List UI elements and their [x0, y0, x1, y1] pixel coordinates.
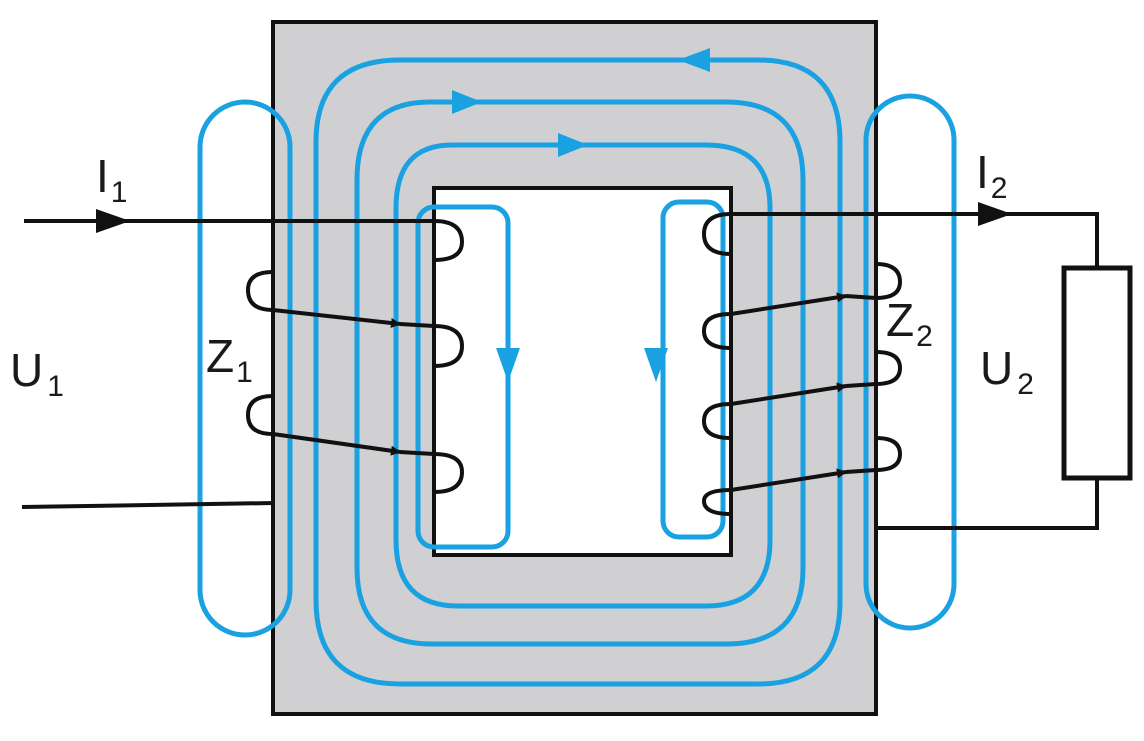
primary-coil-turn — [245, 394, 274, 436]
label-i1: I1 — [96, 150, 127, 209]
flux-arrow-right — [558, 133, 588, 157]
flux-arrow-left — [678, 48, 710, 72]
core-flux-paths — [313, 57, 843, 687]
wiring — [21, 212, 1133, 530]
primary-coil-turn — [433, 324, 465, 368]
primary-coil-turn — [433, 452, 465, 494]
primary-inner-leakage — [415, 204, 511, 550]
primary-winding — [245, 219, 465, 494]
secondary-output-wire — [731, 212, 1099, 268]
secondary-winding — [701, 212, 903, 516]
flux-loop-outer — [313, 57, 843, 687]
primary-coil-link — [272, 432, 401, 456]
secondary-coil-turn — [875, 350, 903, 386]
secondary-inner-leakage — [660, 199, 726, 540]
current-arrow-i2 — [978, 202, 1012, 226]
secondary-coil-turn — [701, 212, 732, 256]
current-arrow-i1 — [96, 209, 130, 233]
secondary-coil-turn — [701, 312, 732, 350]
load-resistor — [1061, 265, 1133, 481]
primary-return-wire — [21, 501, 275, 509]
secondary-coil-turn — [875, 436, 903, 472]
label-z1: Z1 — [206, 330, 253, 389]
secondary-coil-turn — [701, 402, 732, 440]
secondary-coil-turn — [701, 488, 732, 516]
primary-coil-link — [399, 322, 435, 328]
leakage-flux — [197, 93, 957, 638]
label-i2: I2 — [976, 146, 1007, 205]
primary-coil-turn — [245, 270, 274, 312]
secondary-coil-link — [845, 468, 877, 474]
secondary-coil-link — [730, 382, 847, 406]
primary-coil-link — [272, 308, 401, 328]
secondary-coil-turn — [875, 262, 903, 300]
secondary-coil-link — [845, 294, 877, 300]
current-arrows — [96, 202, 1012, 233]
secondary-leakage-oval — [863, 93, 957, 631]
label-z2: Z2 — [886, 294, 933, 353]
secondary-coil-link — [730, 468, 847, 492]
primary-coil-link — [399, 450, 435, 456]
primary-leakage-oval — [197, 99, 293, 638]
secondary-return-wire — [876, 478, 1099, 530]
secondary-coil-link — [730, 292, 847, 316]
flux-arrow-right — [452, 90, 482, 114]
primary-coil-turn — [433, 219, 465, 262]
flux-loop-middle — [354, 99, 806, 647]
secondary-coil-link — [845, 382, 877, 388]
flux-loop-inner — [393, 142, 773, 609]
